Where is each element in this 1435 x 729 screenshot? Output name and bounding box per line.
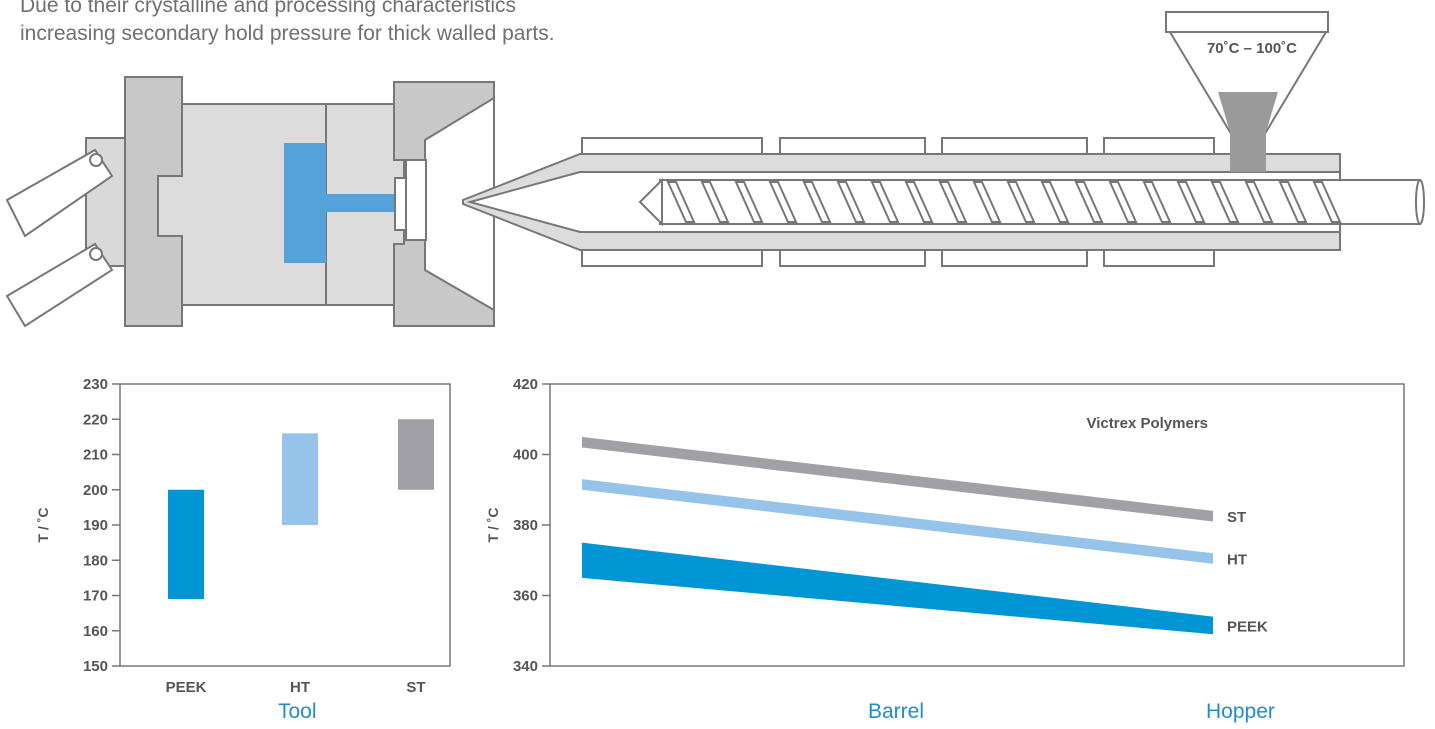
barrel-y-tick-label: 400 bbox=[513, 447, 538, 464]
barrel-series-label: PEEK bbox=[1227, 618, 1268, 635]
screw bbox=[638, 177, 1425, 227]
sprue-bushing bbox=[405, 159, 427, 241]
tool-category-label: HT bbox=[290, 679, 310, 695]
barrel-series-label: HT bbox=[1227, 551, 1247, 568]
tool-range-bar-ht bbox=[282, 433, 318, 525]
tool-y-tick-label: 220 bbox=[83, 411, 108, 428]
barrel-y-tick-label: 420 bbox=[513, 376, 538, 393]
clamp-link-lower bbox=[5, 242, 114, 328]
zone-label-hopper: Hopper bbox=[1206, 700, 1275, 723]
barrel-band-st bbox=[582, 436, 1213, 522]
victrex-polymers-annotation: Victrex Polymers bbox=[1087, 415, 1208, 432]
tool-range-bar-st bbox=[398, 419, 434, 490]
tool-range-bar-peek bbox=[168, 489, 204, 600]
runner bbox=[326, 194, 394, 212]
barrel-y-axis-label: T / ˚C bbox=[485, 508, 501, 543]
hopper bbox=[1165, 11, 1329, 172]
tool-category-label: ST bbox=[406, 679, 425, 695]
tool-y-tick-label: 160 bbox=[83, 623, 108, 640]
tool-y-axis-label: T / ˚C bbox=[35, 508, 51, 543]
intro-line-1: Due to their crystalline and processing … bbox=[20, 0, 517, 17]
tool-y-tick-label: 150 bbox=[83, 658, 108, 675]
barrel-y-tick-label: 340 bbox=[513, 658, 538, 675]
tool-temperature-chart: 150 160 170 180 190 200 210 220 230 PEEK HT ST T /… bbox=[35, 376, 451, 695]
tool-category-label: PEEK bbox=[166, 679, 207, 695]
tool-y-tick-label: 180 bbox=[83, 552, 108, 569]
heater-bands bbox=[581, 137, 1215, 267]
injection-molding-machine bbox=[5, 11, 1425, 328]
zone-label-barrel: Barrel bbox=[868, 700, 925, 723]
clamp-link-upper bbox=[5, 148, 114, 238]
tool-y-tick-label: 200 bbox=[83, 482, 108, 499]
zone-label-tool: Tool bbox=[278, 700, 317, 723]
tool-y-tick-label: 170 bbox=[83, 588, 108, 605]
hopper-temperature-label: 70˚C – 100˚C bbox=[1206, 40, 1298, 57]
tool-y-tick-label: 190 bbox=[83, 517, 108, 534]
barrel-band-ht bbox=[582, 479, 1213, 564]
moulded-part bbox=[284, 143, 326, 263]
barrel-chart-frame bbox=[549, 383, 1405, 667]
barrel-series-label: ST bbox=[1227, 509, 1246, 526]
barrel-band-peek bbox=[582, 542, 1213, 635]
barrel-y-tick-label: 380 bbox=[513, 517, 538, 534]
intro-line-2: increasing secondary hold pressure for t… bbox=[20, 22, 555, 45]
tool-y-tick-label: 210 bbox=[83, 447, 108, 464]
barrel-y-tick-label: 360 bbox=[513, 588, 538, 605]
tool-y-tick-label: 230 bbox=[83, 376, 108, 393]
barrel-temperature-chart: 340 360 380 400 420 ST HT PEEK Victrex Polymer… bbox=[485, 376, 1405, 675]
intro-text: Due to their crystalline and processing … bbox=[20, 0, 720, 48]
